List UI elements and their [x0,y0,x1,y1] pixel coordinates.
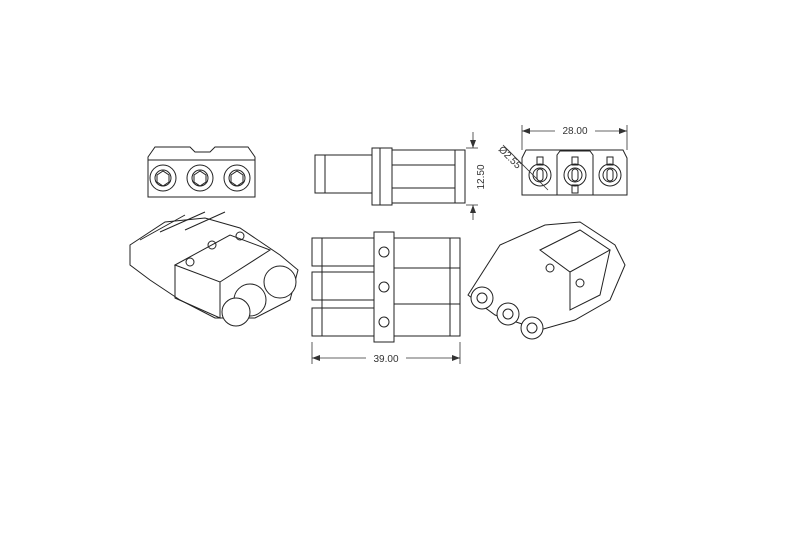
pin-hole-2 [563,156,587,194]
contact-socket-2 [186,164,214,192]
isometric-view-rear [467,221,626,340]
height-dimension: 12.50 [466,132,487,220]
contact-socket-3 [223,164,251,192]
rear-end-view [502,144,628,196]
isometric-view-front [129,211,299,327]
width-label: 28.00 [562,126,587,137]
length-label: 39.00 [373,354,398,365]
contact-socket-1 [149,164,177,192]
length-dimension: 39.00 [311,342,461,365]
pin-socket-3 [520,316,544,340]
pin-socket-2 [496,302,520,326]
side-view [314,147,466,206]
height-label: 12.50 [476,164,487,189]
front-end-view [147,146,256,198]
pin-socket-1 [470,286,494,310]
top-view [311,231,461,343]
diameter-label: Ø2.55 [496,144,523,171]
pin-hole-3 [598,156,622,187]
